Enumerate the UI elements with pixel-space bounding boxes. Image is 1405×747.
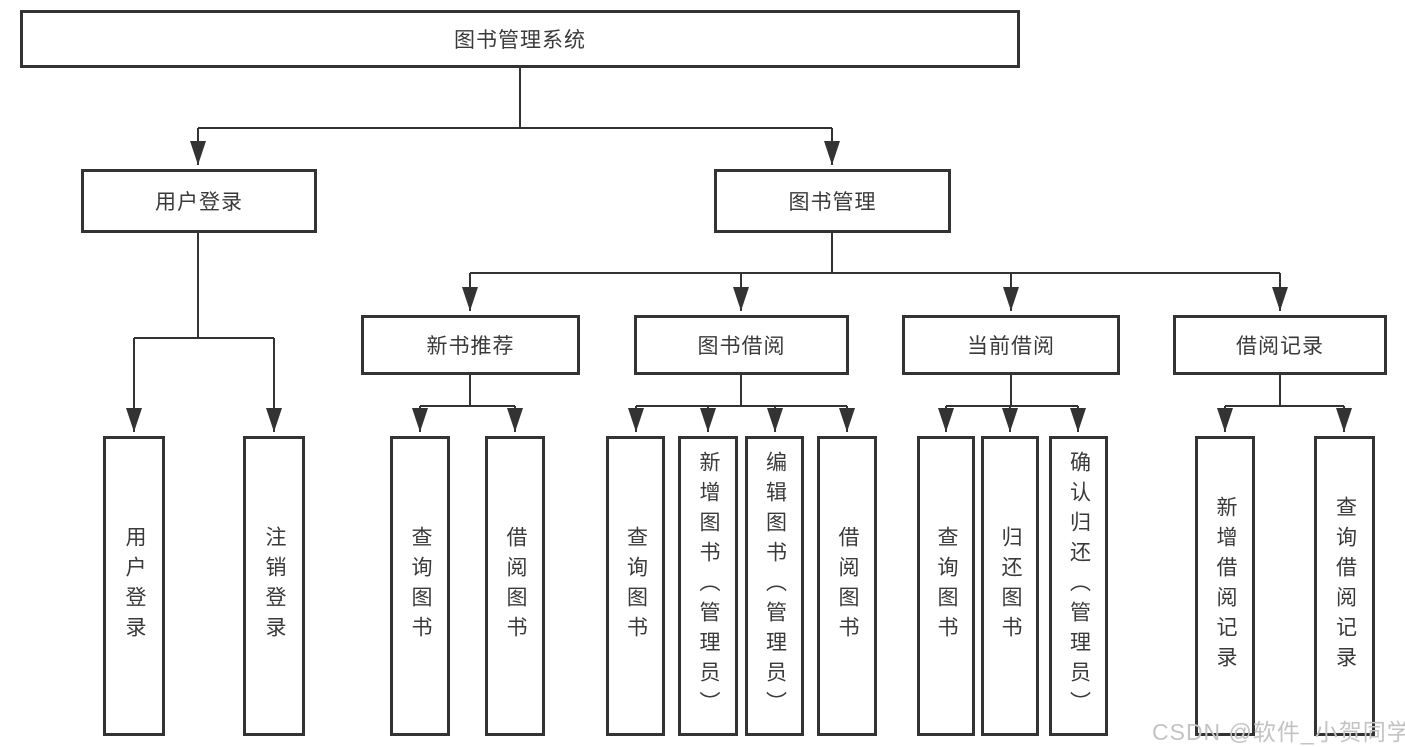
leaf-confirm-return-admin: 确认归还（管理员）	[1049, 436, 1108, 736]
leaf-label: 用户登录	[123, 526, 146, 646]
leaf-user-login: 用户登录	[103, 436, 165, 736]
node-label: 当前借阅	[967, 335, 1055, 358]
node-user-login: 用户登录	[81, 169, 317, 233]
node-current-borrow: 当前借阅	[902, 315, 1120, 375]
leaf-label: 注销登录	[263, 526, 286, 646]
leaf-label: 新增借阅记录	[1214, 496, 1237, 676]
leaf-label: 新增图书（管理员）	[697, 451, 720, 721]
leaf-query-books-current: 查询图书	[917, 436, 975, 736]
leaf-label: 编辑图书（管理员）	[763, 451, 787, 721]
node-new-book-recommend: 新书推荐	[361, 315, 580, 375]
leaf-label: 归还图书	[999, 526, 1022, 646]
node-book-management: 图书管理	[714, 169, 951, 233]
leaf-label: 查询图书	[409, 526, 432, 646]
leaf-logout: 注销登录	[243, 436, 305, 736]
leaf-label: 确认归还（管理员）	[1067, 451, 1091, 721]
node-book-borrow: 图书借阅	[634, 315, 849, 375]
node-label: 新书推荐	[426, 335, 515, 358]
leaf-label: 借阅图书	[504, 526, 527, 646]
node-label: 图书借阅	[697, 335, 786, 358]
leaf-query-books-borrow: 查询图书	[606, 436, 665, 736]
node-label: 图书管理	[788, 191, 877, 214]
node-label: 图书管理系统	[454, 29, 586, 52]
csdn-watermark: CSDN @软件_小贺同学	[1152, 719, 1405, 745]
leaf-label: 查询图书	[624, 526, 648, 646]
node-borrow-records: 借阅记录	[1173, 315, 1387, 375]
leaf-query-books-recommend: 查询图书	[390, 436, 450, 736]
leaf-add-book-admin: 新增图书（管理员）	[678, 436, 738, 736]
node-library-management-system: 图书管理系统	[20, 10, 1020, 68]
leaf-borrow-books: 借阅图书	[817, 436, 877, 736]
leaf-add-borrow-record: 新增借阅记录	[1195, 436, 1255, 736]
node-label: 用户登录	[155, 191, 243, 214]
leaf-return-book: 归还图书	[981, 436, 1039, 736]
leaf-edit-book-admin: 编辑图书（管理员）	[745, 436, 804, 736]
leaf-label: 查询图书	[935, 526, 958, 646]
leaf-label: 借阅图书	[836, 526, 859, 646]
leaf-label: 查询借阅记录	[1333, 496, 1357, 676]
leaf-borrow-books-recommend: 借阅图书	[485, 436, 545, 736]
leaf-query-borrow-record: 查询借阅记录	[1314, 436, 1375, 736]
node-label: 借阅记录	[1236, 335, 1324, 358]
